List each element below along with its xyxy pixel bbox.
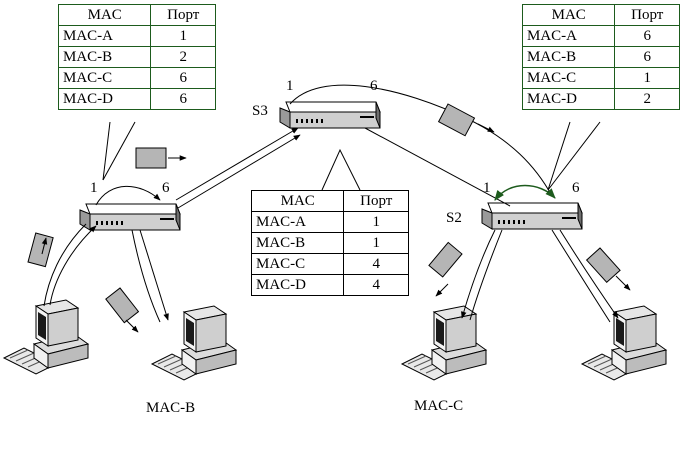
- frame-icon-pc-a: [27, 232, 54, 268]
- table-header-port: Порт: [150, 4, 216, 26]
- frame-icon-s3-right: [437, 103, 495, 137]
- table-header-mac: MAC: [521, 4, 616, 26]
- arrow-pc-a-to-switch: [49, 225, 97, 306]
- table-cell-port: 6: [150, 67, 216, 89]
- link-s2-to-pc-d: [551, 229, 611, 323]
- s3-label: S3: [252, 103, 268, 119]
- table-cell-port: 1: [343, 232, 409, 254]
- table-cell-mac: MAC-B: [57, 46, 152, 68]
- table-row: MAC-C 4: [250, 253, 409, 275]
- table-cell-mac: MAC-A: [57, 25, 152, 47]
- arrow-s2-to-pc-d: [559, 229, 619, 319]
- table-row: MAC-A 6: [521, 25, 680, 47]
- table-cell-mac: MAC-D: [57, 88, 152, 110]
- table-cell-port: 2: [614, 88, 680, 110]
- link-left-to-s3-b: [175, 127, 299, 201]
- table-cell-port: 1: [343, 211, 409, 233]
- switch-s3: [279, 101, 381, 129]
- switch-left: [79, 203, 181, 231]
- frame-icon-pc-b: [105, 287, 140, 333]
- host-label-mac-b: MAC-B: [146, 400, 196, 416]
- table-cell-mac: MAC-D: [521, 88, 616, 110]
- callout-left-2: [102, 121, 136, 181]
- s2-port-1: 1: [483, 180, 491, 196]
- table-cell-port: 4: [343, 274, 409, 296]
- switch-s2: [481, 202, 583, 230]
- table-header-mac: MAC: [57, 4, 152, 26]
- table-cell-port: 4: [343, 253, 409, 275]
- pc-mac-a: [3, 299, 89, 375]
- table-cell-mac: MAC-B: [250, 232, 345, 254]
- table-cell-mac: MAC-C: [521, 67, 616, 89]
- s3-port-6: 6: [370, 78, 378, 94]
- arrow-s2-to-pc-c: [461, 229, 496, 319]
- pc-mac-d: [581, 305, 667, 381]
- frame-icon-top-left: [135, 147, 187, 169]
- frame-icon-pc-d: [585, 247, 631, 291]
- s2-label: S2: [446, 210, 462, 226]
- table-cell-mac: MAC-A: [521, 25, 616, 47]
- table-header-port: Порт: [614, 4, 680, 26]
- table-row: MAC-D 6: [57, 88, 216, 110]
- callout-center: [321, 148, 361, 191]
- pc-mac-c: [401, 305, 487, 381]
- table-cell-mac: MAC-D: [250, 274, 345, 296]
- table-row: MAC-B 1: [250, 232, 409, 254]
- pc-mac-b: [151, 305, 237, 381]
- left-switch-port-6: 6: [162, 180, 170, 196]
- link-s2-to-pc-c: [469, 229, 503, 321]
- table-row: MAC-A 1: [250, 211, 409, 233]
- host-label-mac-c: MAC-C: [414, 398, 464, 414]
- table-cell-mac: MAC-C: [250, 253, 345, 275]
- table-row: MAC-A 1: [57, 25, 216, 47]
- mac-table-s2: MAC Порт MAC-A 6 MAC-B 6 MAC-C 1 MAC-D 2: [521, 4, 680, 110]
- table-cell-mac: MAC-C: [57, 67, 152, 89]
- mac-table-left-switch: MAC Порт MAC-A 1 MAC-B 2 MAC-C 6 MAC-D 6: [57, 4, 216, 110]
- mac-table-s3: MAC Порт MAC-A 1 MAC-B 1 MAC-C 4 MAC-D 4: [250, 190, 409, 296]
- link-switch-to-pc-b: [131, 229, 161, 323]
- arrow-switch-to-pc-b: [139, 229, 169, 321]
- table-cell-port: 1: [150, 25, 216, 47]
- link-left-to-pc-a: [43, 223, 87, 307]
- table-row: MAC-C 1: [521, 67, 680, 89]
- frame-icon-pc-c: [428, 241, 463, 297]
- table-row: MAC-B 6: [521, 46, 680, 68]
- table-row: MAC-B 2: [57, 46, 216, 68]
- link-s3-to-s2: [364, 127, 511, 207]
- arrow-left-switch-loop: [95, 185, 161, 206]
- table-row: MAC-C 6: [57, 67, 216, 89]
- table-cell-port: 6: [614, 25, 680, 47]
- link-left-to-s3: [177, 134, 301, 209]
- table-cell-mac: MAC-A: [250, 211, 345, 233]
- arrow-s2-loop: [494, 184, 556, 201]
- table-cell-port: 1: [614, 67, 680, 89]
- table-header-port: Порт: [343, 190, 409, 212]
- table-header-mac: MAC: [250, 190, 345, 212]
- table-cell-port: 2: [150, 46, 216, 68]
- s2-port-6: 6: [572, 180, 580, 196]
- callout-left: [102, 121, 111, 181]
- table-row: MAC-D 4: [250, 274, 409, 296]
- table-cell-port: 6: [614, 46, 680, 68]
- table-cell-mac: MAC-B: [521, 46, 616, 68]
- table-cell-port: 6: [150, 88, 216, 110]
- left-switch-port-1: 1: [90, 180, 98, 196]
- table-row: MAC-D 2: [521, 88, 680, 110]
- s3-port-1: 1: [286, 78, 294, 94]
